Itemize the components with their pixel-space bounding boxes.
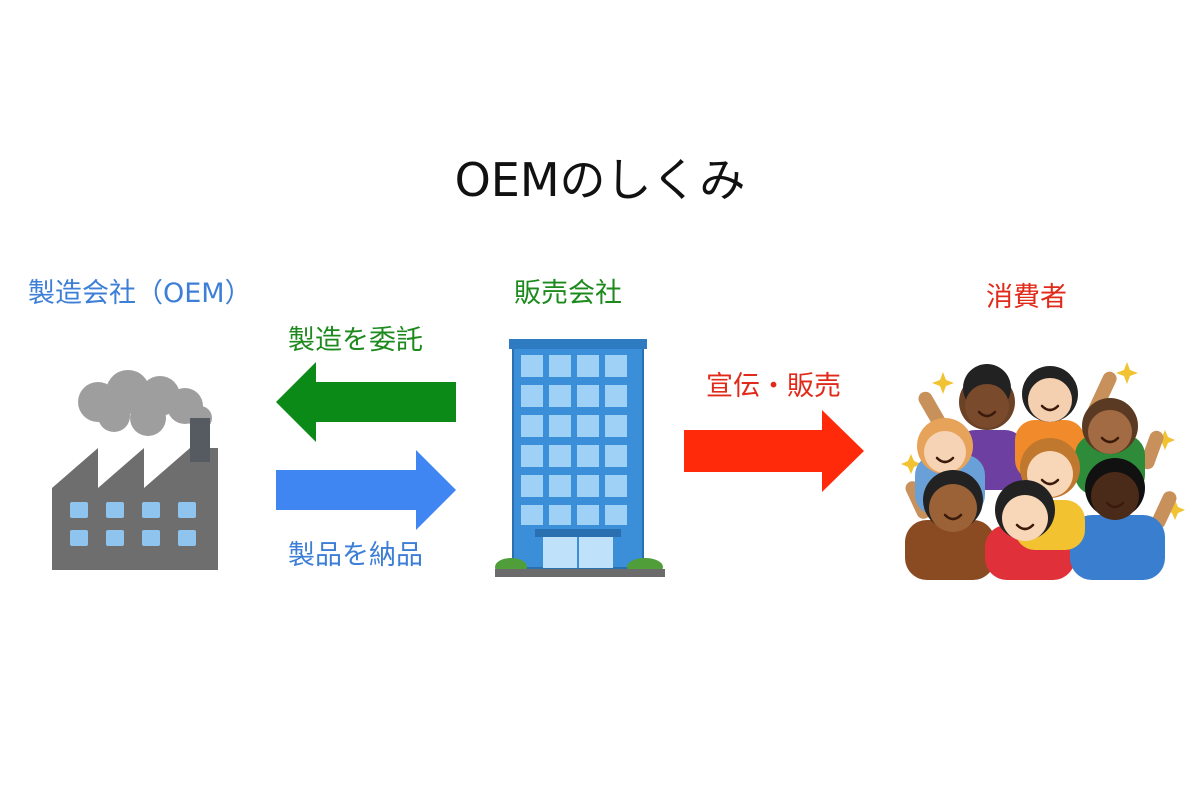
- promotion-arrow: [684, 410, 864, 492]
- factory-icon: [52, 370, 218, 570]
- deliver-label: 製品を納品: [288, 540, 423, 571]
- deliver-arrow: [276, 450, 456, 530]
- diagram-title: OEMのしくみ: [454, 153, 746, 207]
- commission-arrow: [276, 362, 456, 442]
- consumer-label: 消費者: [986, 282, 1067, 313]
- commission-label: 製造を委託: [288, 325, 423, 356]
- office-building-icon: [495, 339, 665, 577]
- crowd-icon: [901, 362, 1185, 580]
- seller-label: 販売会社: [514, 278, 622, 309]
- manufacturer-label: 製造会社（OEM）: [28, 278, 252, 309]
- promotion-label: 宣伝・販売: [706, 371, 841, 402]
